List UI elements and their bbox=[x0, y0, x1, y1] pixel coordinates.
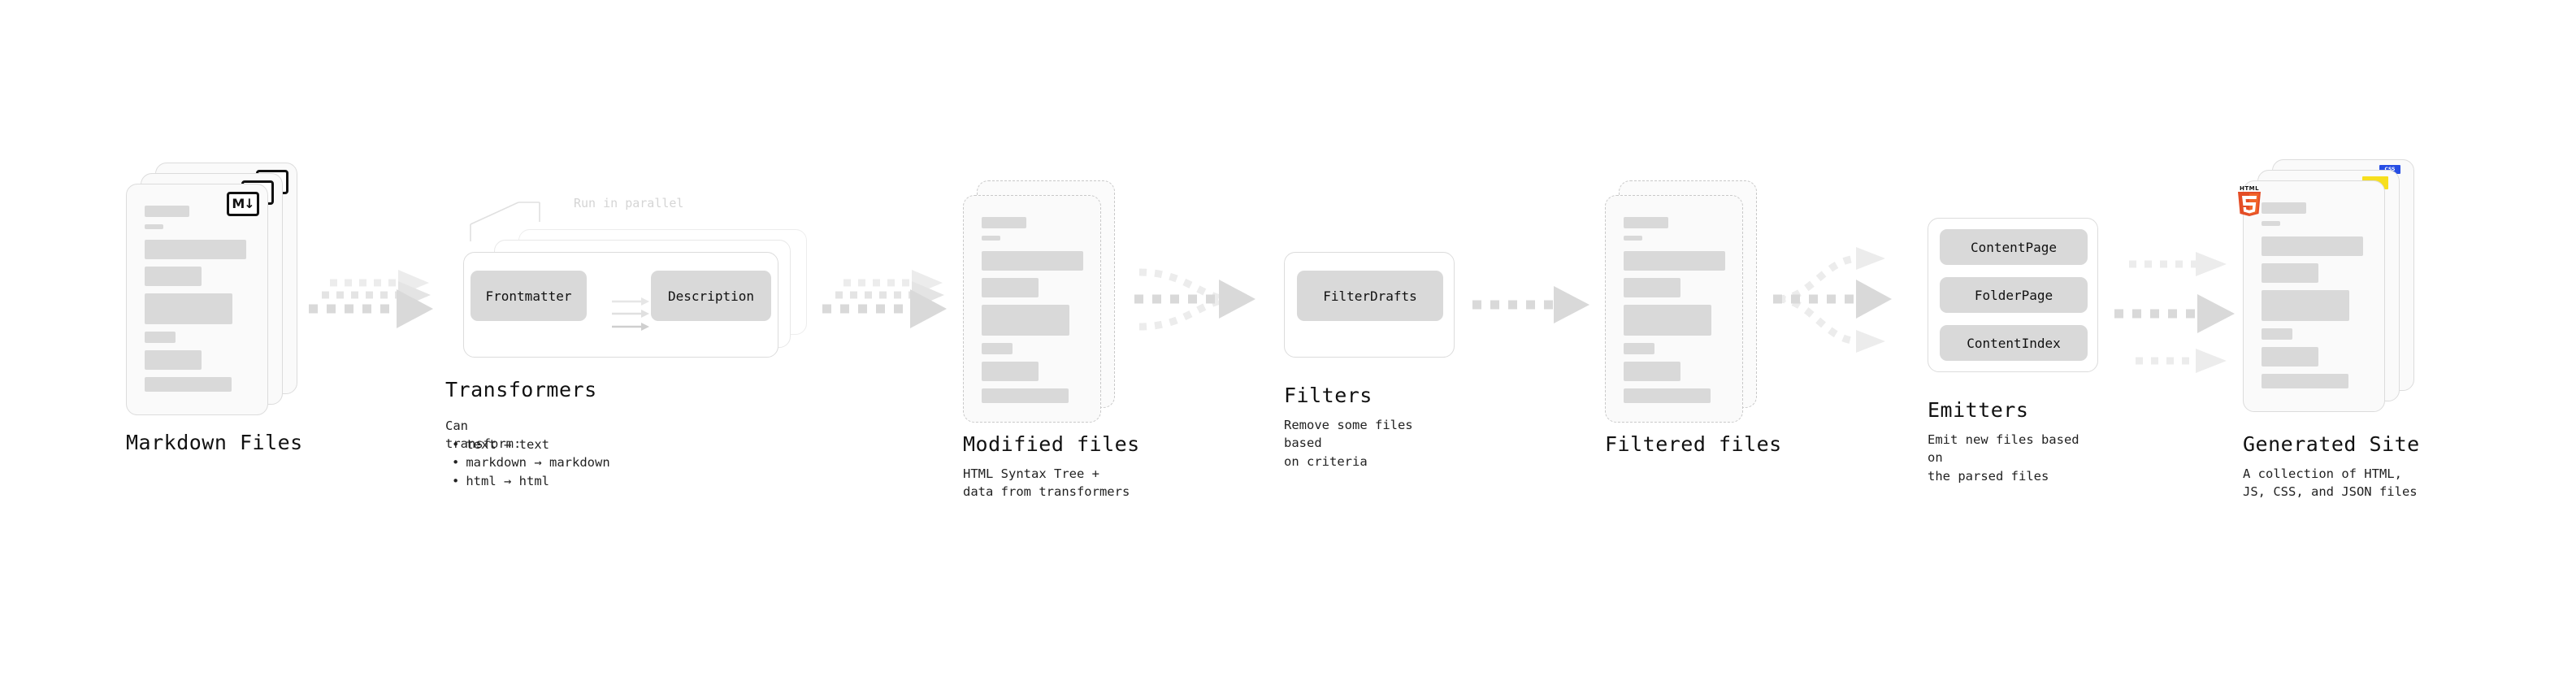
html5-badge-label: HTML bbox=[2239, 185, 2260, 192]
stage-title-generated-site: Generated Site bbox=[2243, 432, 2420, 456]
line-bar bbox=[145, 377, 232, 392]
arrow-triple-parallel bbox=[2114, 252, 2235, 373]
stage-modified-files: Modified files HTML Syntax Tree + data f… bbox=[959, 180, 1139, 499]
css-badge-label: CSS bbox=[2385, 167, 2396, 172]
bullet-html-to-html: html → html bbox=[445, 472, 610, 490]
line-bar bbox=[982, 251, 1083, 271]
filtered-card-stack bbox=[1601, 180, 1776, 432]
generated-card-lines bbox=[2262, 202, 2370, 396]
stage-title-modified-files: Modified files bbox=[963, 432, 1140, 456]
arrow-merge bbox=[1134, 268, 1255, 331]
chip-description[interactable]: Description bbox=[651, 271, 771, 321]
stage-filtered-files: Filtered files bbox=[1601, 180, 1781, 456]
stage-emitters: ContentPage FolderPage ContentIndex Emit… bbox=[1928, 218, 2098, 484]
line-bar bbox=[145, 332, 176, 343]
line-bar bbox=[982, 343, 1013, 354]
transformers-bullets: text → text markdown → markdown html → h… bbox=[445, 436, 610, 490]
arrow-triple-parallel bbox=[309, 270, 433, 328]
modified-card-stack bbox=[959, 180, 1134, 432]
line-bar bbox=[2262, 290, 2349, 321]
line-bar bbox=[1624, 236, 1642, 241]
run-in-parallel-hint: Run in parallel bbox=[574, 196, 684, 210]
line-bar bbox=[145, 293, 232, 324]
line-bar bbox=[1624, 217, 1668, 228]
filtered-card-lines bbox=[1624, 217, 1728, 410]
html5-shield-icon bbox=[2238, 192, 2261, 216]
stage-title-filtered-files: Filtered files bbox=[1605, 432, 1782, 456]
modified-card-lines bbox=[982, 217, 1086, 410]
bullet-text-to-text: text → text bbox=[445, 436, 610, 453]
connector-filters-to-filtered bbox=[1471, 286, 1593, 343]
line-bar bbox=[145, 224, 163, 229]
markdown-card-front: M↓ bbox=[126, 184, 268, 415]
stage-subtitle-emitters: Emit new files based on the parsed files bbox=[1928, 432, 2079, 484]
run-in-parallel-bracket bbox=[470, 202, 540, 241]
line-bar bbox=[1624, 278, 1680, 297]
line-bar bbox=[145, 350, 202, 370]
generated-card-stack: CSS HTML bbox=[2238, 159, 2422, 436]
emitters-module: ContentPage FolderPage ContentIndex bbox=[1928, 218, 2098, 372]
arrow-triple-parallel bbox=[822, 270, 947, 328]
line-bar bbox=[2262, 202, 2306, 214]
bullet-markdown-to-markdown: markdown → markdown bbox=[445, 453, 609, 471]
html5-badge: HTML bbox=[2236, 185, 2262, 216]
line-bar bbox=[982, 305, 1069, 336]
line-bar bbox=[982, 278, 1039, 297]
line-bar bbox=[2262, 328, 2292, 340]
arrow-fan-out bbox=[1773, 247, 1892, 353]
line-bar bbox=[1624, 388, 1711, 403]
line-bar bbox=[145, 206, 189, 217]
line-bar bbox=[145, 267, 202, 286]
line-bar bbox=[2262, 263, 2318, 283]
transformer-container-front: Frontmatter Description bbox=[463, 252, 778, 358]
line-bar bbox=[982, 236, 1000, 241]
connector-transformers-to-modified bbox=[821, 268, 955, 341]
css-badge: CSS bbox=[2379, 165, 2400, 174]
line-bar bbox=[2262, 347, 2318, 367]
arrow-single bbox=[1472, 286, 1589, 323]
chip-contentindex[interactable]: ContentIndex bbox=[1940, 325, 2088, 361]
markdown-badge-letter: M bbox=[232, 196, 245, 211]
markdown-badge-arrow: ↓ bbox=[244, 196, 254, 211]
line-bar bbox=[2262, 374, 2348, 388]
line-bar bbox=[2262, 221, 2280, 226]
line-bar bbox=[1624, 362, 1680, 381]
chip-frontmatter[interactable]: Frontmatter bbox=[471, 271, 587, 321]
stage-subtitle-generated-site: A collection of HTML, JS, CSS, and JSON … bbox=[2243, 466, 2418, 500]
filters-module: FilterDrafts bbox=[1284, 252, 1455, 358]
stage-filters: FilterDrafts Filters Remove some files b… bbox=[1284, 252, 1455, 469]
line-bar bbox=[982, 362, 1039, 381]
stage-subtitle-modified-files: HTML Syntax Tree + data from transformer… bbox=[963, 466, 1130, 500]
line-bar bbox=[982, 217, 1026, 228]
line-bar bbox=[2262, 236, 2363, 256]
line-bar bbox=[1624, 305, 1711, 336]
markdown-card-lines bbox=[145, 206, 253, 399]
stage-subtitle-filters: Remove some files based on criteria bbox=[1284, 418, 1413, 469]
stage-generated-site: CSS HTML bbox=[2238, 159, 2422, 499]
line-bar bbox=[982, 388, 1069, 403]
connector-md-to-transformers bbox=[307, 268, 441, 341]
stage-title-markdown-files: Markdown Files bbox=[126, 431, 303, 454]
stage-title-transformers: Transformers bbox=[445, 378, 597, 401]
line-bar bbox=[1624, 343, 1654, 354]
line-bar bbox=[145, 240, 246, 259]
filtered-card-front bbox=[1605, 195, 1743, 423]
connector-emitters-to-site bbox=[2113, 237, 2255, 373]
stage-markdown-files: M↓ M↓ M↓ bbox=[126, 163, 302, 454]
chip-filterdrafts[interactable]: FilterDrafts bbox=[1297, 271, 1443, 321]
markdown-badge-front: M↓ bbox=[227, 192, 259, 216]
modified-card-front bbox=[963, 195, 1101, 423]
stage-title-filters: Filters bbox=[1284, 384, 1373, 407]
transformer-inner-arrows bbox=[612, 297, 649, 331]
chip-folderpage[interactable]: FolderPage bbox=[1940, 277, 2088, 313]
markdown-card-stack: M↓ M↓ M↓ bbox=[126, 163, 301, 431]
line-bar bbox=[1624, 251, 1725, 271]
stage-title-emitters: Emitters bbox=[1928, 398, 2029, 422]
generated-card-front-html: HTML bbox=[2238, 180, 2385, 412]
chip-contentpage[interactable]: ContentPage bbox=[1940, 229, 2088, 265]
connector-modified-to-filters bbox=[1131, 258, 1277, 348]
connector-filtered-to-emitters bbox=[1772, 241, 1930, 371]
